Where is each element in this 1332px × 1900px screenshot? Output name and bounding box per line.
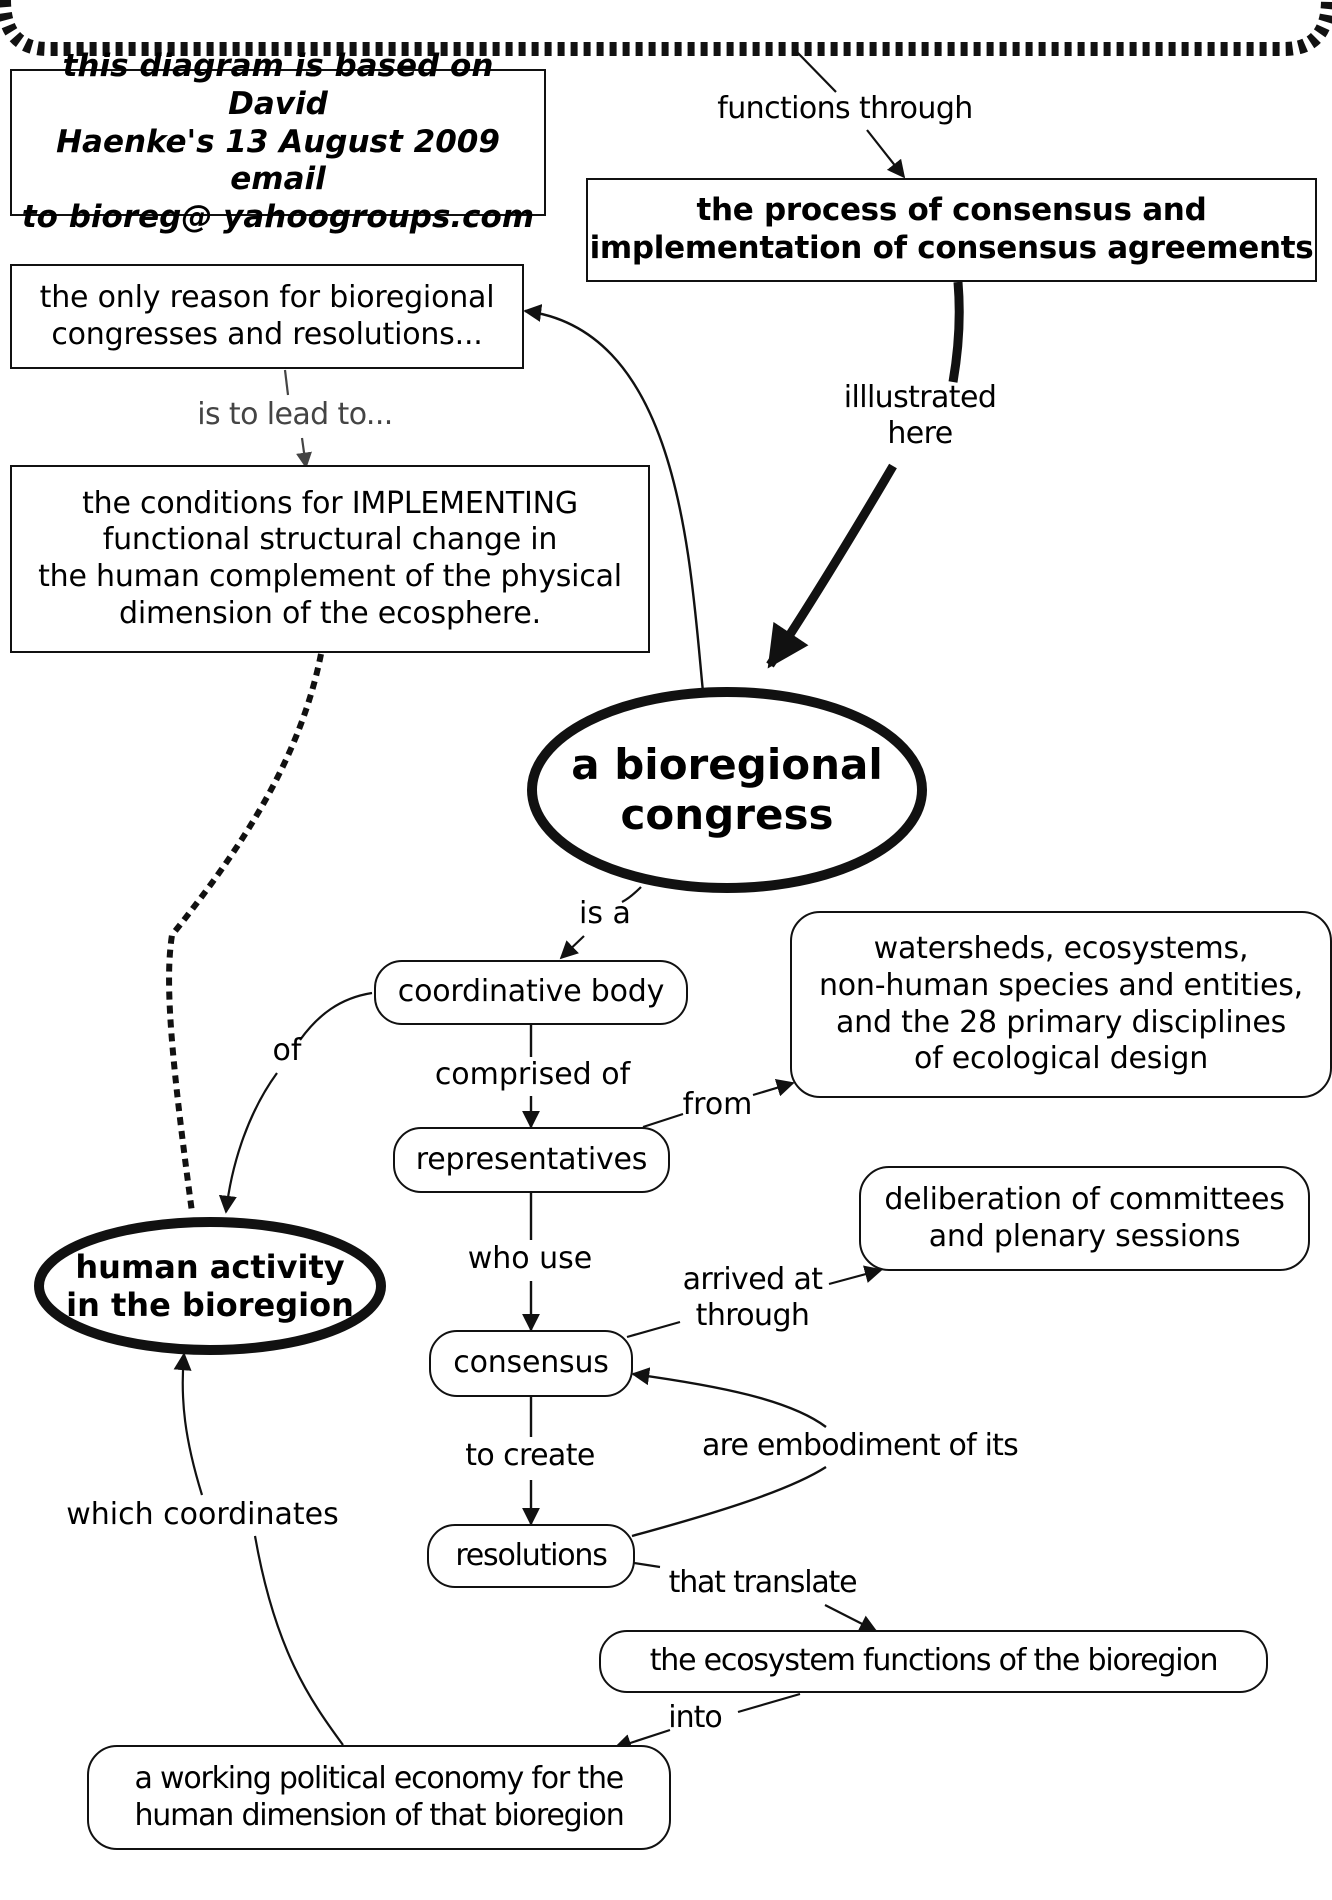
node-only-reason[interactable]: the only reason for bioregional congress…	[10, 264, 524, 369]
link-illustrated-here: illlustrated here	[843, 380, 997, 451]
link-arrived-at-through: arrived at through	[682, 1262, 823, 1333]
node-political-economy-label: a working political economy for the huma…	[134, 1760, 624, 1833]
edge-arrived-at-a	[626, 1320, 681, 1339]
link-of: of	[272, 1033, 302, 1068]
edge-arrived-at-b	[828, 1265, 883, 1286]
node-watersheds-label: watersheds, ecosystems, non-human specie…	[818, 931, 1304, 1077]
edge-of-a	[299, 991, 373, 1041]
node-watersheds[interactable]: watersheds, ecosystems, non-human specie…	[790, 911, 1332, 1098]
node-resolutions[interactable]: resolutions	[427, 1524, 635, 1588]
attribution-note: this diagram is based on David Haenke's …	[10, 48, 546, 235]
node-political-economy[interactable]: a working political economy for the huma…	[87, 1745, 671, 1850]
node-consensus[interactable]: consensus	[429, 1330, 633, 1397]
edge-from-a	[642, 1112, 684, 1129]
link-to-create: to create	[465, 1438, 595, 1473]
edge-is-a-a	[621, 886, 642, 903]
node-consensus-label: consensus	[453, 1345, 609, 1381]
edge-embodiment-a	[631, 1465, 827, 1538]
node-human-activity[interactable]: human activity in the bioregion	[60, 1226, 360, 1346]
edge-into-a	[737, 1692, 801, 1714]
attribution-text: this diagram is based on David Haenke's …	[21, 47, 535, 236]
edge-which-coordinates-b	[173, 1352, 204, 1496]
node-process-of-consensus[interactable]: the process of consensus and implementat…	[586, 178, 1317, 282]
node-conditions-for-implementing[interactable]: the conditions for IMPLEMENTING function…	[10, 465, 650, 653]
edge-from-b	[752, 1079, 795, 1097]
node-representatives-label: representatives	[415, 1141, 648, 1177]
link-functions-through: functions through	[717, 91, 973, 126]
link-comprised-of: comprised of	[434, 1057, 631, 1092]
edge-is-a-b	[559, 935, 585, 960]
edge-that-translate-b	[824, 1604, 878, 1632]
edge-that-translate-a	[633, 1561, 661, 1569]
edge-which-coordinates-a	[253, 1535, 344, 1746]
node-ecosystem-functions[interactable]: the ecosystem functions of the bioregion	[599, 1630, 1268, 1693]
node-only-reason-label: the only reason for bioregional congress…	[39, 279, 495, 352]
node-deliberation[interactable]: deliberation of committees and plenary s…	[859, 1166, 1310, 1271]
link-that-translate: that translate	[668, 1565, 858, 1600]
edge-illustrated-here-b	[766, 463, 897, 669]
node-resolutions-label: resolutions	[455, 1537, 608, 1573]
link-who-use: who use	[467, 1241, 593, 1276]
node-coordinative-body-label: coordinative body	[397, 974, 665, 1010]
edge-functions-through-a	[795, 50, 837, 93]
node-bioregional-congress[interactable]: a bioregional congress	[540, 700, 914, 880]
edge-is-to-lead-to-a	[283, 369, 290, 396]
node-representatives[interactable]: representatives	[393, 1127, 670, 1193]
node-deliberation-label: deliberation of committees and plenary s…	[884, 1181, 1285, 1254]
edge-conditions-to-human-activity	[166, 653, 324, 1213]
edge-illustrated-here-a	[948, 281, 964, 383]
node-coordinative-body[interactable]: coordinative body	[374, 960, 688, 1025]
node-human-activity-label: human activity in the bioregion	[66, 1247, 354, 1324]
link-which-coordinates: which coordinates	[66, 1497, 339, 1532]
node-conditions-label: the conditions for IMPLEMENTING function…	[38, 485, 622, 631]
edge-is-to-lead-to-b	[296, 437, 312, 469]
dashed-frame-edge	[0, 0, 1332, 56]
congress-ellipse	[527, 687, 927, 893]
edge-functions-through-b	[866, 129, 906, 179]
link-from: from	[682, 1087, 753, 1122]
link-is-to-lead-to: is to lead to...	[197, 397, 393, 432]
node-ecosystem-functions-label: the ecosystem functions of the bioregion	[649, 1643, 1219, 1679]
node-process-label: the process of consensus and implementat…	[589, 192, 1314, 266]
link-into: into	[668, 1700, 722, 1735]
edge-of-b	[218, 1072, 278, 1214]
edge-embodiment-b	[631, 1367, 827, 1428]
link-are-embodiment-of-its: are embodiment of its	[702, 1428, 1019, 1463]
link-is-a: is a	[579, 896, 631, 931]
node-congress-label: a bioregional congress	[571, 739, 883, 839]
human-activity-ellipse	[34, 1217, 386, 1355]
edge-congress-to-only-reason	[523, 304, 705, 693]
